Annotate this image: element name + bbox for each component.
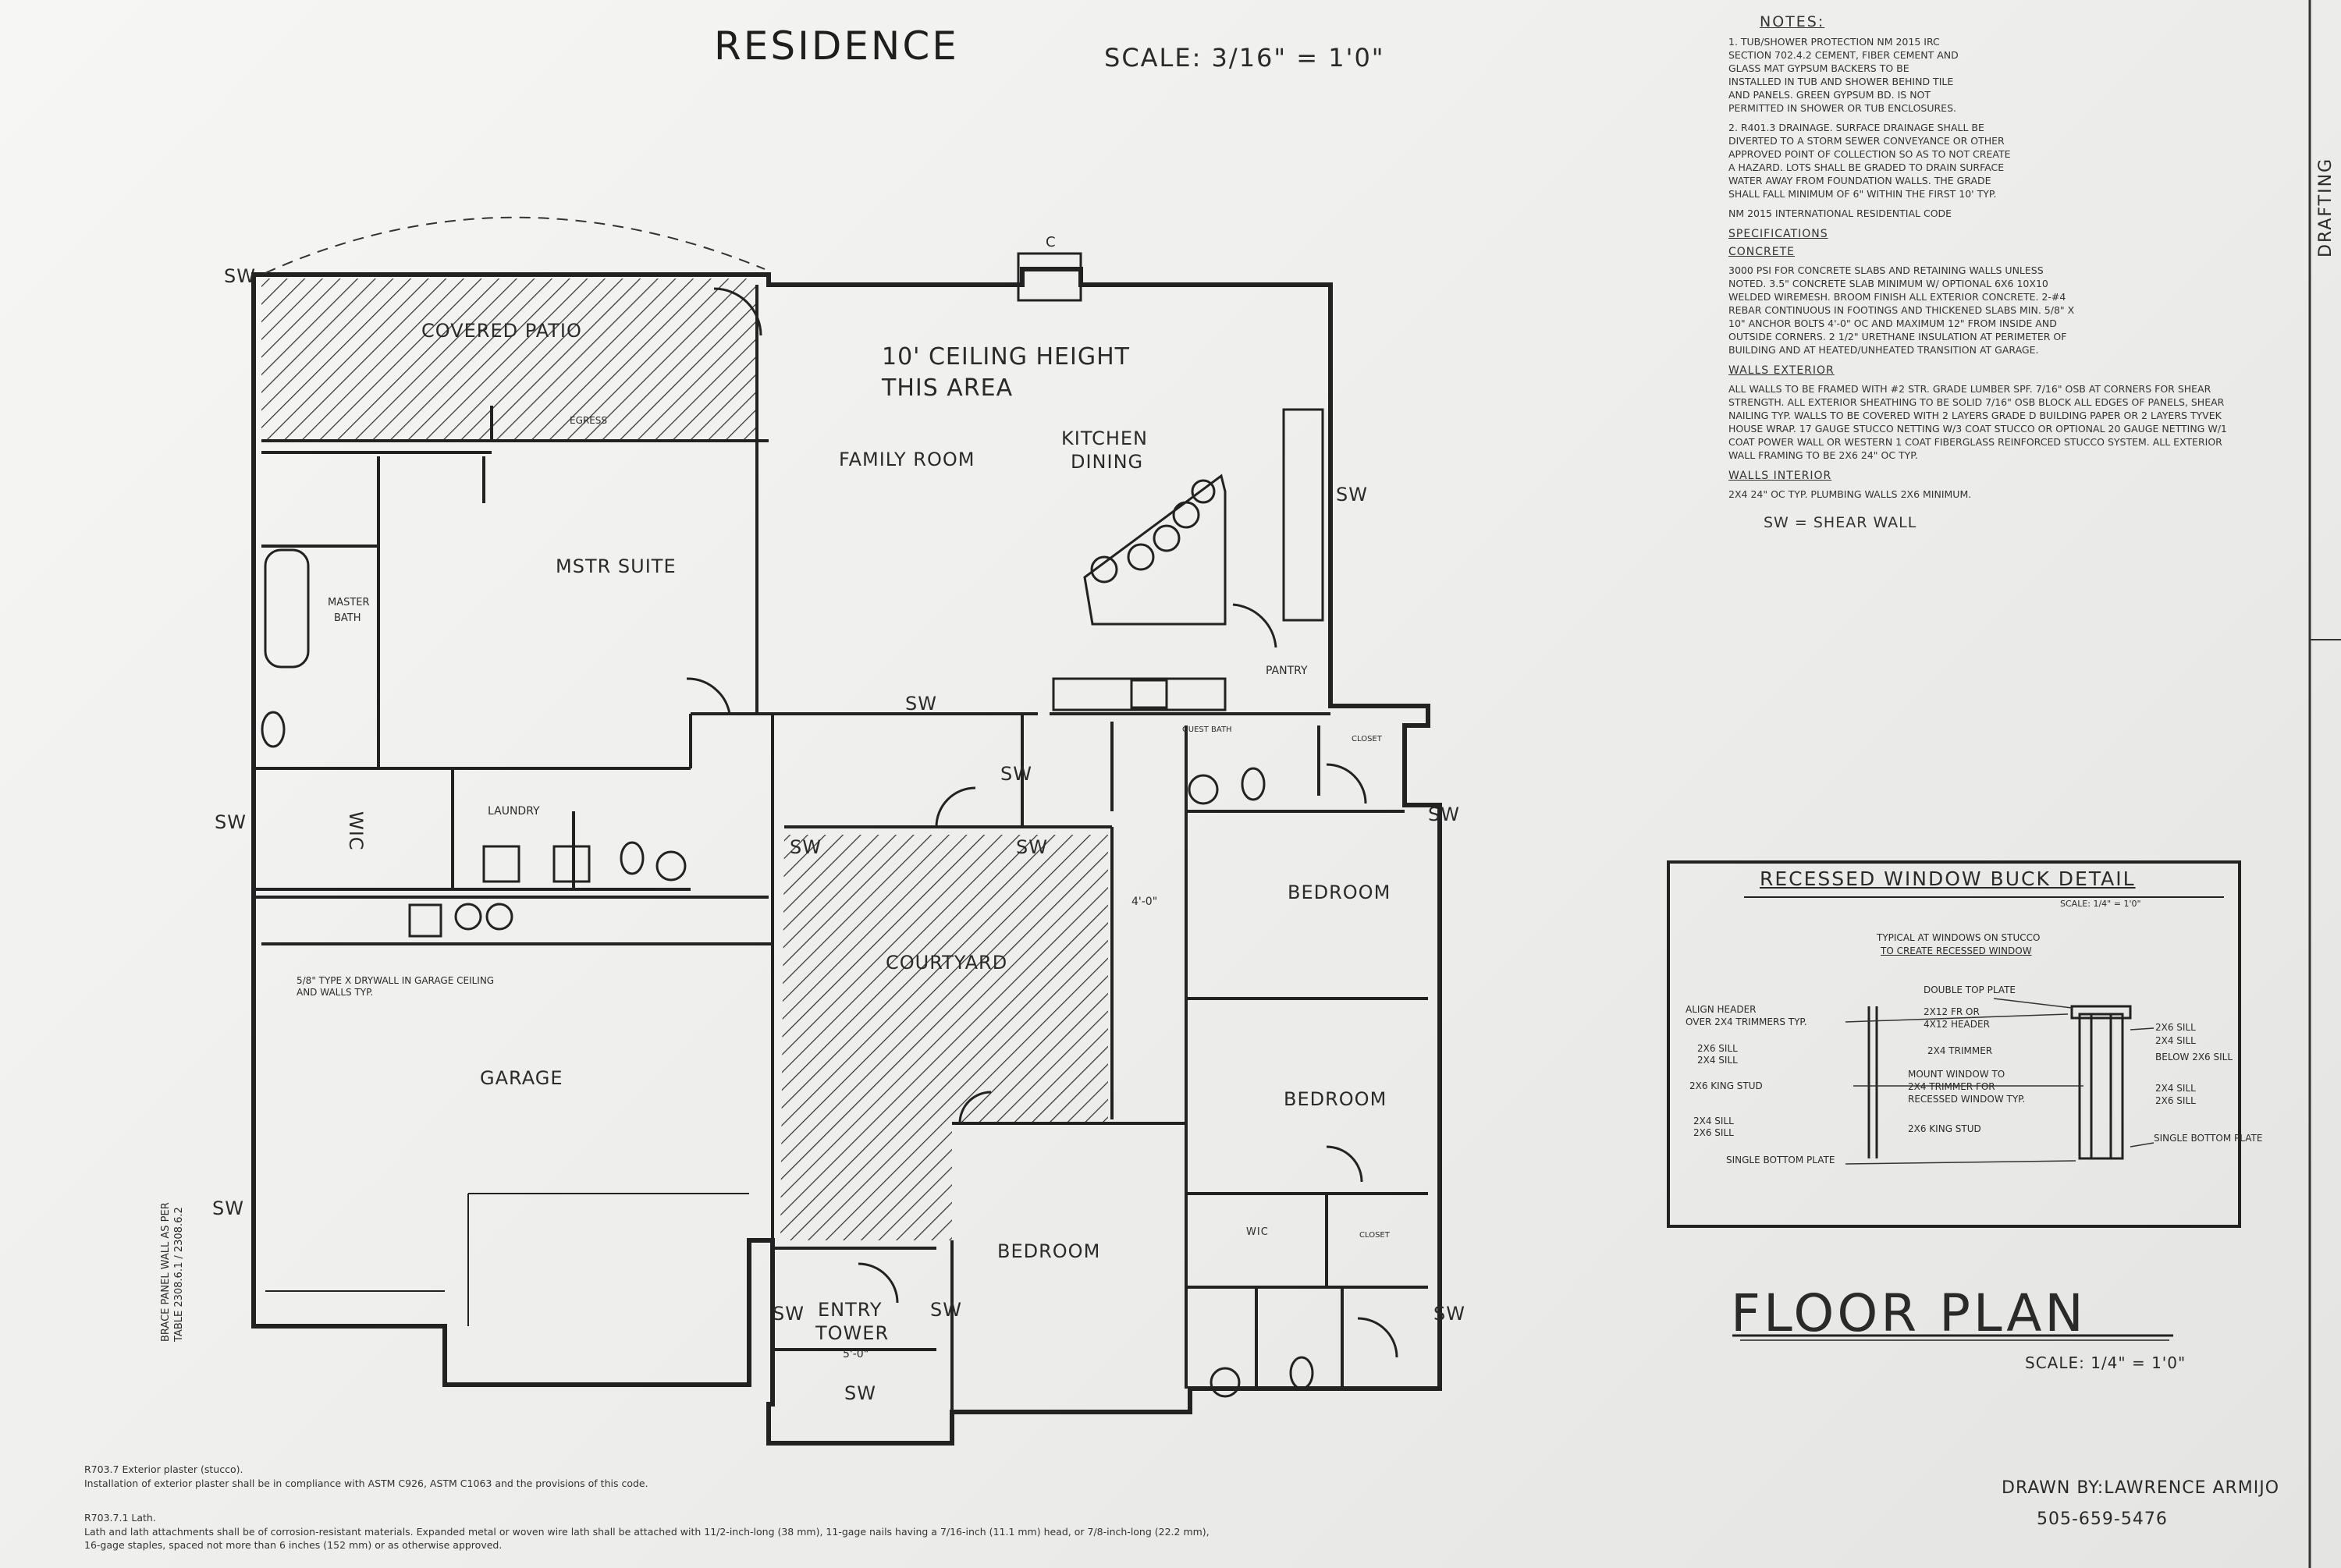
shear-wall-mark: SW [215, 811, 247, 833]
covered-patio-hatch [261, 278, 757, 441]
detail-mount-1: MOUNT WINDOW TO [1908, 1069, 2005, 1080]
note-code: NM 2015 INTERNATIONAL RESIDENTIAL CODE [1728, 208, 1952, 219]
brace-panel-note-1: BRACE PANEL WALL AS PER [160, 1202, 172, 1342]
general-notes: NOTES: 1. TUB/SHOWER PROTECTION NM 2015 … [1728, 13, 2243, 536]
specifications-heading: SPECIFICATIONS [1728, 228, 1828, 240]
entry-tower-label-2: TOWER [815, 1322, 890, 1344]
closet-label-2: CLOSET [1359, 1231, 1390, 1240]
detail-double-top: DOUBLE TOP PLATE [1924, 984, 2016, 995]
egress-label: EGRESS [570, 415, 608, 426]
floor-plan-scale: SCALE: 1/4" = 1'0" [2025, 1353, 2186, 1372]
r703-text: Installation of exterior plaster shall b… [84, 1478, 648, 1489]
bedroom-label-2: BEDROOM [1284, 1088, 1387, 1110]
note-walls-exterior: ALL WALLS TO BE FRAMED WITH #2 STR. GRAD… [1728, 383, 2227, 461]
master-bath-label-2: BATH [334, 612, 361, 624]
shear-wall-legend: SW = SHEAR WALL [1764, 514, 1917, 531]
shear-wall-mark: SW [224, 265, 256, 287]
detail-typical-2: TO CREATE RECESSED WINDOW [1881, 945, 2032, 956]
detail-sill-b: 2X4 SILL [1697, 1055, 1738, 1066]
detail-sill-d: 2X6 SILL [1693, 1127, 1734, 1138]
shear-wall-mark: SW [1016, 836, 1048, 858]
detail-align-1: ALIGN HEADER [1686, 1004, 1757, 1015]
shear-wall-mark: SW [905, 693, 937, 715]
entry-tower-label-1: ENTRY [818, 1299, 883, 1321]
hall-dimension: 4'-0" [1131, 896, 1158, 908]
note-walls-interior: 2X4 24" OC TYP. PLUMBING WALLS 2X6 MINIM… [1728, 488, 1972, 500]
guest-bath-label: GUEST BATH [1182, 725, 1232, 734]
master-bath-label-1: MASTER [328, 597, 370, 608]
notes-heading: NOTES: [1760, 13, 1825, 30]
edge-label: DRAFTING [2316, 157, 2336, 257]
detail-right-sill-2: 2X4 SILL [2155, 1035, 2196, 1046]
note-concrete: 3000 PSI FOR CONCRETE SLABS AND RETAININ… [1728, 264, 2075, 356]
residence-title: RESIDENCE [714, 23, 959, 69]
shear-wall-mark: SW [212, 1197, 244, 1219]
walls-interior-heading: WALLS INTERIOR [1728, 470, 1832, 482]
floor-plan-title: FLOOR PLAN [1731, 1283, 2087, 1343]
detail-king-stud-a: 2X6 KING STUD [1689, 1080, 1763, 1091]
drawing-scale: SCALE: 3/16" = 1'0" [1104, 43, 1385, 73]
detail-mount-3: RECESSED WINDOW TYP. [1908, 1094, 2026, 1105]
family-room-label: FAMILY ROOM [839, 449, 975, 470]
walls-exterior-heading: WALLS EXTERIOR [1728, 364, 1835, 377]
pantry-label: PANTRY [1266, 665, 1308, 677]
detail-king-stud-b: 2X6 KING STUD [1908, 1123, 1981, 1134]
shear-wall-mark: SW [930, 1299, 962, 1321]
shear-wall-mark: SW [844, 1382, 876, 1404]
detail-trimmer: 2X4 TRIMMER [1927, 1045, 1993, 1056]
kitchen-label: KITCHEN [1061, 427, 1148, 449]
wic-label-2: WIC [1246, 1226, 1269, 1238]
laundry-label: LAUNDRY [488, 805, 540, 818]
shear-wall-mark: SW [1433, 1303, 1465, 1325]
detail-mount-2: 2X4 TRIMMER FOR [1908, 1081, 1995, 1092]
shear-wall-mark: SW [1000, 763, 1032, 785]
shear-wall-mark: SW [1428, 804, 1460, 825]
shear-wall-mark: SW [773, 1303, 805, 1325]
detail-header-2: 4X12 HEADER [1924, 1019, 1990, 1030]
detail-title: RECESSED WINDOW BUCK DETAIL [1760, 867, 2136, 890]
mstr-suite-label: MSTR SUITE [556, 555, 677, 577]
shear-wall-mark: SW [1336, 484, 1368, 506]
covered-patio-label: COVERED PATIO [421, 320, 582, 342]
dining-label: DINING [1071, 451, 1144, 473]
detail-align-2: OVER 2X4 TRIMMERS TYP. [1686, 1016, 1807, 1027]
detail-right-sill-3: 2X4 SILL [2155, 1083, 2196, 1094]
courtyard-label: COURTYARD [886, 952, 1008, 974]
note-tub-shower: 1. TUB/SHOWER PROTECTION NM 2015 IRC SEC… [1728, 36, 1959, 114]
garage-label: GARAGE [480, 1067, 563, 1089]
chimney-mark: C [1046, 234, 1056, 250]
wic-label: WIC [345, 811, 367, 851]
r703-heading: R703.7 Exterior plaster (stucco). [84, 1463, 243, 1475]
window-buck-detail-frame [1667, 860, 2241, 1228]
r703-1-text: Lath and lath attachments shall be of co… [84, 1526, 1210, 1551]
drawn-by-phone: 505-659-5476 [2037, 1509, 2168, 1529]
concrete-heading: CONCRETE [1728, 246, 1796, 258]
ceiling-note-line2: THIS AREA [882, 374, 1014, 402]
detail-right-below: BELOW 2X6 SILL [2155, 1052, 2233, 1062]
detail-scale: SCALE: 1/4" = 1'0" [2060, 899, 2141, 909]
detail-right-sill-4: 2X6 SILL [2155, 1095, 2196, 1106]
ceiling-note-line1: 10' CEILING HEIGHT [882, 343, 1130, 371]
r703-1-heading: R703.7.1 Lath. [84, 1512, 156, 1524]
closet-label: CLOSET [1352, 735, 1382, 743]
courtyard-hatch [780, 835, 1108, 1240]
kitchen-island [1083, 474, 1227, 626]
drawn-by: DRAWN BY:LAWRENCE ARMIJO [2002, 1478, 2280, 1498]
bedroom-label-3: BEDROOM [997, 1240, 1101, 1262]
shear-wall-mark: SW [790, 836, 822, 858]
detail-single-bottom-right: SINGLE BOTTOM PLATE [2154, 1133, 2263, 1144]
brace-panel-note-2: TABLE 2308.6.1 / 2308.6.2 [173, 1207, 185, 1342]
detail-sill-c: 2X4 SILL [1693, 1116, 1734, 1126]
detail-header-1: 2X12 FR OR [1924, 1006, 1980, 1017]
detail-right-sill-1: 2X6 SILL [2155, 1022, 2196, 1033]
detail-typical-1: TYPICAL AT WINDOWS ON STUCCO [1877, 932, 2041, 943]
bedroom-label-1: BEDROOM [1288, 882, 1391, 903]
detail-sill-a: 2X6 SILL [1697, 1043, 1738, 1054]
detail-single-bottom-left: SINGLE BOTTOM PLATE [1726, 1155, 1835, 1165]
entry-dimension: 5'-0" [843, 1348, 869, 1360]
note-drainage: 2. R401.3 DRAINAGE. SURFACE DRAINAGE SHA… [1728, 122, 2011, 200]
garage-drywall-note: 5/8" TYPE X DRYWALL IN GARAGE CEILING AN… [297, 975, 495, 998]
